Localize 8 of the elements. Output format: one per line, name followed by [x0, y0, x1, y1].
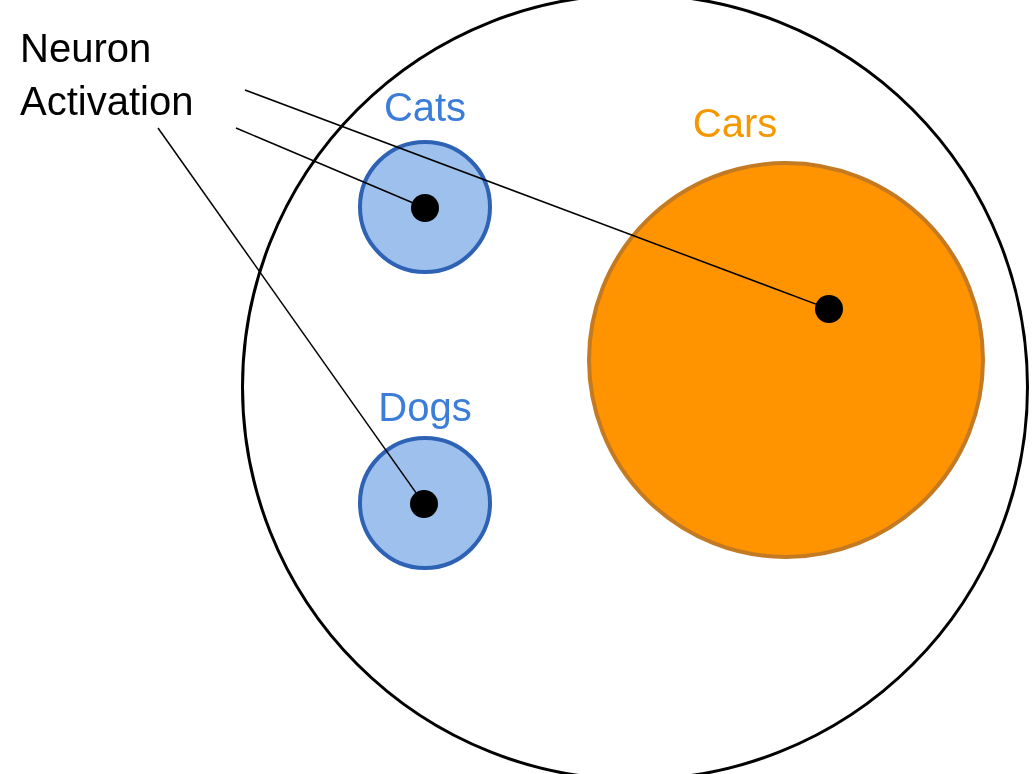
leader-line [244, 89, 817, 305]
cluster-label: Cats [382, 84, 468, 130]
leader-line [235, 127, 413, 204]
annotation-text: Neuron Activation [20, 25, 195, 125]
outer-circle [241, 0, 1029, 774]
cluster-label: Dogs [377, 384, 473, 430]
cluster-label: Cars [691, 100, 779, 146]
leader-line [157, 127, 417, 494]
